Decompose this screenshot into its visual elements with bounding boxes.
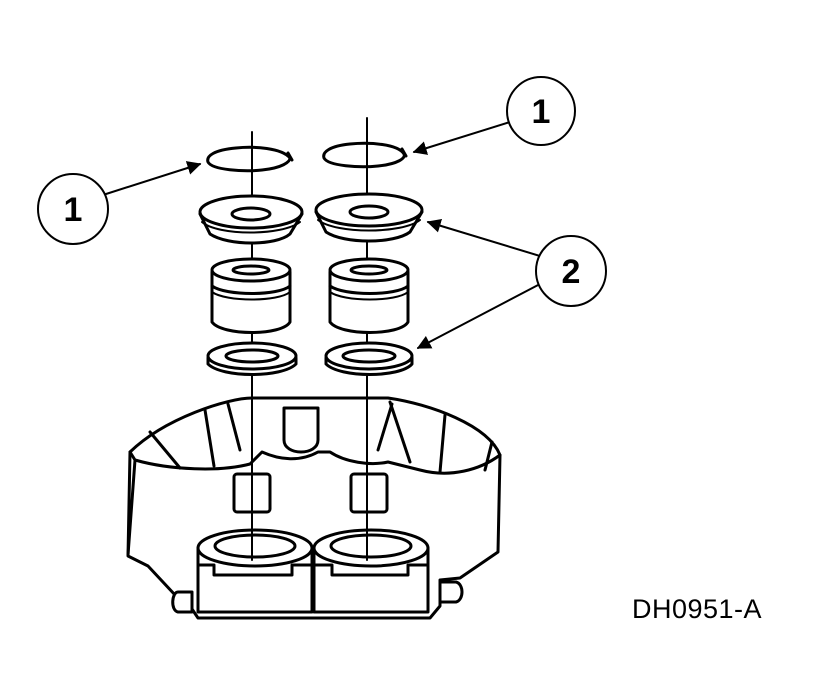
leader-2-lower xyxy=(416,283,541,349)
piston-right xyxy=(328,257,410,334)
piston-bore-left xyxy=(196,528,314,614)
piston-bore-right xyxy=(312,528,430,614)
leader-1-right xyxy=(412,121,511,155)
leader-2-upper xyxy=(426,218,541,257)
piston-left xyxy=(210,257,292,334)
callout-circle-2 xyxy=(535,235,607,307)
callout-circle-1-left xyxy=(37,173,109,245)
callout-circle-1-right xyxy=(506,76,576,146)
piston-seal-left xyxy=(206,341,298,376)
retaining-ring-left xyxy=(206,145,294,173)
retaining-ring-right xyxy=(322,141,408,169)
callout-label-1-left: 1 xyxy=(64,191,83,229)
leader-1-left xyxy=(105,161,202,195)
figure-id-label: DH0951-A xyxy=(632,594,763,624)
leader-lines xyxy=(105,121,541,349)
dust-boot-right xyxy=(314,192,424,243)
bore-slot-right xyxy=(349,472,389,514)
callout-label-1-right: 1 xyxy=(532,93,551,131)
callout-label-2: 2 xyxy=(562,253,581,291)
piston-seal-right xyxy=(324,341,414,376)
dust-boot-left xyxy=(198,194,304,245)
